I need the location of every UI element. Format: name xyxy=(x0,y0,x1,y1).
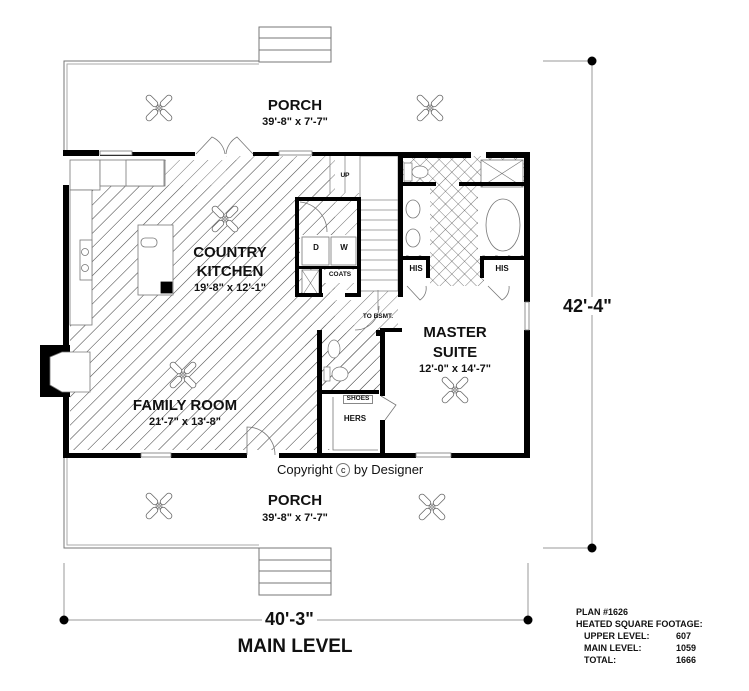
family-room-name: FAMILY ROOM xyxy=(132,397,238,414)
porch-top xyxy=(63,26,445,152)
washer-label: W xyxy=(340,243,348,252)
width-dimension: 40'-3" xyxy=(262,610,317,628)
coats-label: COATS xyxy=(328,271,352,278)
porch-top-name: PORCH xyxy=(267,97,323,114)
to-basement-label: TO BSMT. xyxy=(362,313,394,320)
laundry-area xyxy=(300,235,358,297)
master-suite-size: 12'-0" x 14'-7" xyxy=(419,363,491,375)
master-bath xyxy=(402,156,526,286)
master-suite-name-line1: MASTER xyxy=(423,324,487,341)
copyright-prefix: Copyright xyxy=(277,462,333,477)
his-closet-right-label: HIS xyxy=(495,264,509,273)
sqft-row-label: MAIN LEVEL: xyxy=(584,643,642,653)
sqft-row-value: 607 xyxy=(676,631,692,641)
sqft-row-label: TOTAL: xyxy=(584,655,617,665)
hers-closet-label: HERS xyxy=(343,414,367,423)
square-footage-table: PLAN #1626 HEATED SQUARE FOOTAGE: UPPER … xyxy=(576,606,703,666)
square-footage-heading: HEATED SQUARE FOOTAGE: xyxy=(576,619,703,629)
sqft-row-label: UPPER LEVEL: xyxy=(584,631,650,641)
copyright-notice: Copyright c by Designer xyxy=(277,462,423,477)
sqft-row: UPPER LEVEL: 607 xyxy=(576,630,703,642)
walls xyxy=(63,150,530,458)
sqft-row-value: 1666 xyxy=(676,655,697,665)
porch-top-size: 39'-8" x 7'-7" xyxy=(262,116,328,128)
staircase xyxy=(329,155,399,310)
kitchen-size: 19'-8" x 12'-1" xyxy=(194,282,266,294)
porch-bottom xyxy=(63,455,447,596)
his-closet-left-label: HIS xyxy=(409,264,423,273)
stair-up-label: UP xyxy=(340,172,350,179)
kitchen-counters xyxy=(69,159,174,326)
level-title: MAIN LEVEL xyxy=(237,636,353,657)
windows-doors xyxy=(99,136,530,458)
plan-number: PLAN #1626 xyxy=(576,607,629,617)
kitchen-name-line2: KITCHEN xyxy=(196,263,264,280)
copyright-symbol: c xyxy=(336,463,351,477)
sqft-row: MAIN LEVEL: 1059 xyxy=(576,642,703,654)
kitchen-name-line1: COUNTRY xyxy=(193,244,267,261)
copyright-suffix: by Designer xyxy=(353,462,424,477)
sqft-row: TOTAL: 1666 xyxy=(576,654,703,666)
shoes-label: SHOES xyxy=(343,395,373,404)
porch-bottom-size: 39'-8" x 7'-7" xyxy=(262,512,328,524)
master-suite-name-line2: SUITE xyxy=(432,344,478,361)
family-room-size: 21'-7" x 13'-8" xyxy=(149,416,221,428)
sqft-row-value: 1059 xyxy=(676,643,697,653)
dryer-label: D xyxy=(313,243,319,252)
depth-dimension: 42'-4" xyxy=(560,297,615,315)
fireplace xyxy=(40,345,91,397)
porch-bottom-name: PORCH xyxy=(267,492,323,509)
